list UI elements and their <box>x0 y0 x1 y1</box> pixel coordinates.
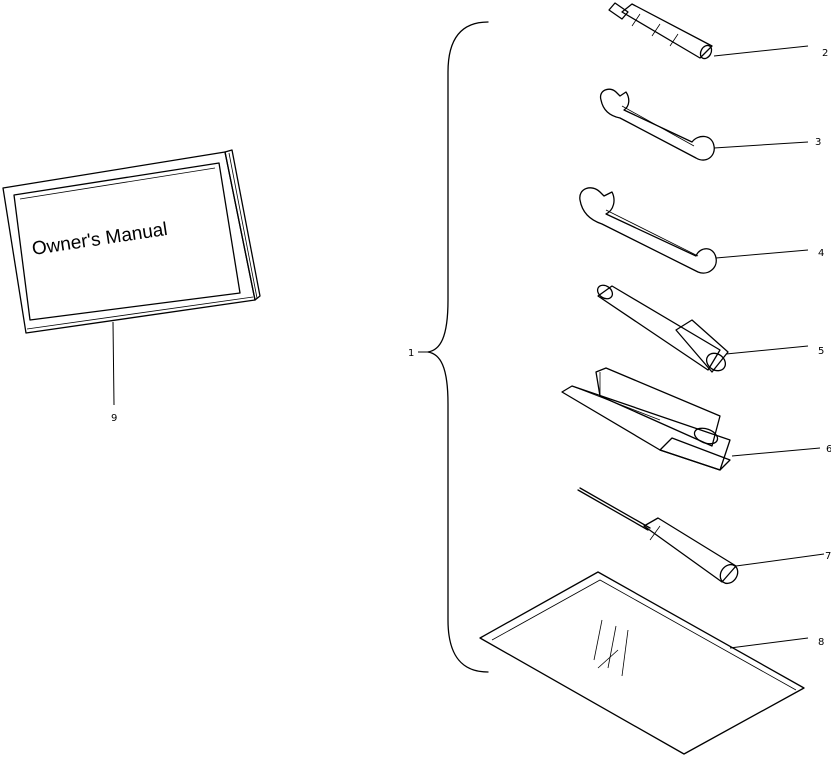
spark-plug-tool-illustration <box>608 2 809 60</box>
callout-3: 3 <box>815 137 821 148</box>
manual-cover-title: Owner's Manual <box>31 219 169 260</box>
callout-9: 9 <box>111 413 117 424</box>
callout-5: 5 <box>818 346 824 357</box>
owners-manual-illustration: Owner's Manual <box>2 149 261 406</box>
socket-wrench-illustration <box>596 284 809 373</box>
small-wrench-illustration <box>599 88 809 161</box>
callout-8: 8 <box>818 637 824 648</box>
callout-4: 4 <box>818 248 824 259</box>
callout-6: 6 <box>826 444 831 455</box>
large-wrench-illustration <box>579 187 809 274</box>
spanner-illustration <box>561 367 821 471</box>
kit-brace <box>427 21 489 673</box>
screwdriver-illustration <box>577 487 825 585</box>
callout-2: 2 <box>822 48 828 59</box>
callout-7: 7 <box>825 551 831 562</box>
callout-1: 1 <box>408 348 414 359</box>
tool-bag-illustration <box>479 571 809 755</box>
